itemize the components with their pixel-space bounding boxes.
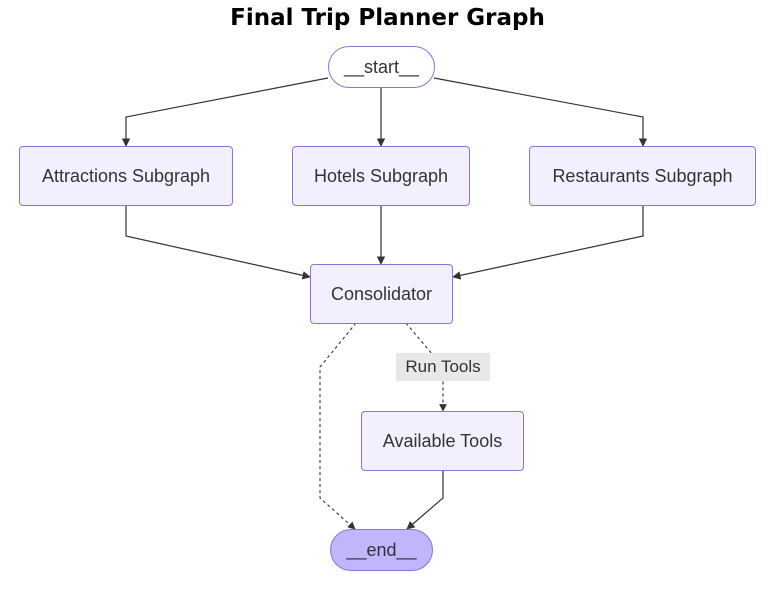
edge-start-attractions <box>121 77 329 147</box>
edge-start-restaurants <box>433 77 648 147</box>
node-start[interactable]: __start__ <box>328 46 435 88</box>
node-hotels-subgraph[interactable]: Hotels Subgraph <box>292 146 470 206</box>
node-available-tools[interactable]: Available Tools <box>361 411 524 471</box>
node-restaurants-label: Restaurants Subgraph <box>552 165 733 186</box>
node-consolidator[interactable]: Consolidator <box>310 264 453 324</box>
node-attractions-label: Attractions Subgraph <box>41 165 211 186</box>
node-end-label: __end__ <box>346 539 417 560</box>
node-consolidator-label: Consolidator <box>330 283 433 304</box>
node-restaurants-subgraph[interactable]: Restaurants Subgraph <box>529 146 756 206</box>
edge-restaurants-consolidator <box>452 206 644 280</box>
edge-attractions-consolidator <box>125 206 311 280</box>
edge-tools-end <box>406 471 444 530</box>
node-available-tools-label: Available Tools <box>382 430 503 451</box>
edge-consolidator-tools <box>405 322 447 412</box>
edge-label-run-tools: Run Tools <box>396 353 490 381</box>
diagram-title: Final Trip Planner Graph <box>230 5 545 31</box>
node-end[interactable]: __end__ <box>330 529 433 571</box>
node-attractions-subgraph[interactable]: Attractions Subgraph <box>19 146 233 206</box>
node-hotels-label: Hotels Subgraph <box>313 165 449 186</box>
edge-consolidator-end <box>319 322 357 530</box>
node-start-label: __start__ <box>343 56 420 77</box>
